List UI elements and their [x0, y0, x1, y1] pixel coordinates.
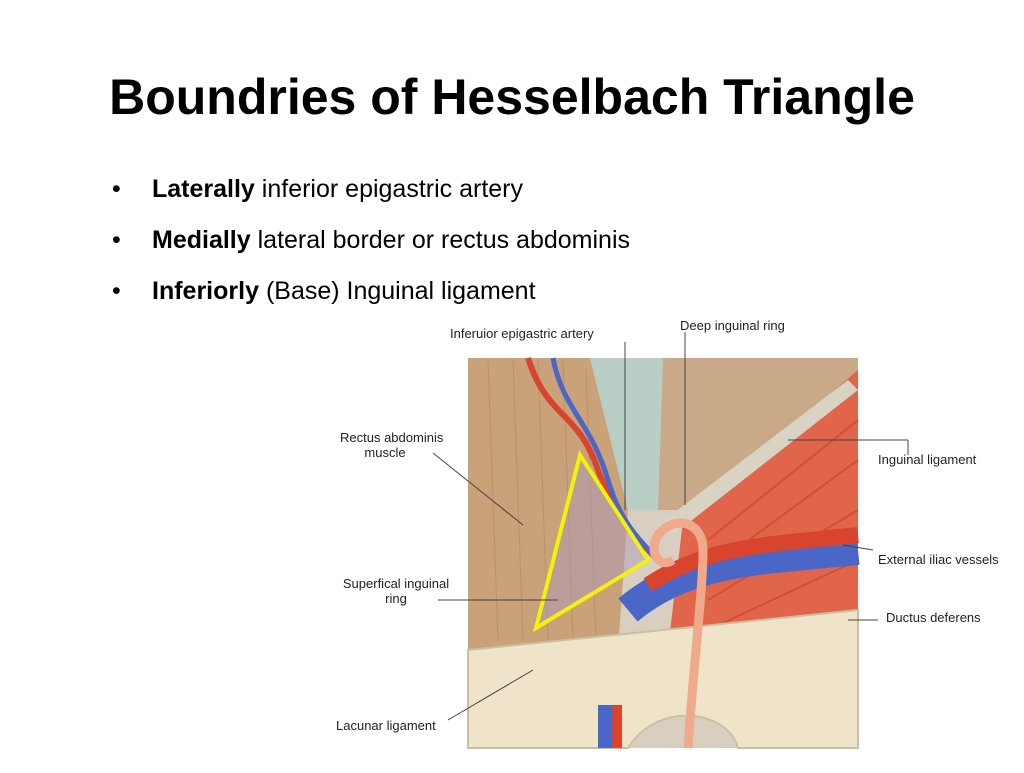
inguinal-ligament-shape — [658, 380, 858, 535]
external-iliac-artery-vessel — [643, 527, 859, 592]
anatomy-illustration — [432, 332, 909, 749]
hesselbach-diagram: Inferuior epigastric artery Deep inguina… — [328, 310, 1024, 768]
bullet-medial: • Medially lateral border or rectus abdo… — [112, 221, 630, 272]
slide-title: Boundries of Hesselbach Triangle — [109, 69, 915, 125]
fascia-strip — [590, 358, 663, 510]
bullet-inferior: • Inferiorly (Base) Inguinal ligament — [112, 272, 630, 323]
bullet-term: Laterally — [152, 175, 255, 203]
label-deep-inguinal-ring: Deep inguinal ring — [680, 318, 785, 333]
bullet-dot: • — [112, 226, 121, 254]
label-ductus-deferens: Ductus deferens — [886, 610, 981, 625]
bullet-dot: • — [112, 277, 121, 305]
inferior-epigastric-vein-vessel — [550, 357, 665, 567]
label-external-iliac-vessels: External iliac vessels — [878, 552, 999, 567]
label-rectus-abdominis-line1: Rectus abdominis — [340, 430, 444, 445]
bullet-term: Inferiorly — [152, 277, 259, 305]
bullet-dot: • — [112, 175, 121, 203]
femoral-vein-vessel — [598, 705, 612, 748]
leader-lines — [432, 332, 909, 721]
boundary-list: • Laterally inferior epigastric artery •… — [112, 170, 630, 323]
pubic-bone-shape — [467, 608, 859, 749]
hesselbach-triangle-outline — [532, 450, 651, 633]
label-inguinal-ligament: Inguinal ligament — [878, 452, 977, 467]
bullet-lateral: • Laterally inferior epigastric artery — [112, 170, 630, 221]
label-rectus-abdominis-line2: muscle — [364, 445, 406, 460]
ductus-deferens-vessel — [649, 518, 708, 749]
label-superficial-ring-line1: Superfical inguinal — [342, 576, 450, 591]
label-rectus-abdominis: Rectus abdominis muscle — [340, 430, 444, 460]
label-lacunar-ligament: Lacunar ligament — [336, 718, 436, 733]
abdominal-wall — [658, 358, 858, 510]
bullet-term: Medially — [152, 226, 251, 254]
bullet-text: (Base) Inguinal ligament — [265, 277, 536, 305]
external-iliac-vein-vessel — [618, 535, 860, 622]
bullet-text: lateral border or rectus abdominis — [257, 226, 631, 254]
bullet-text: inferior epigastric artery — [261, 175, 524, 203]
label-superficial-ring-line2: ring — [385, 591, 407, 606]
femoral-artery-vessel — [612, 705, 622, 748]
label-inferior-epigastric-artery: Inferuior epigastric artery — [450, 326, 594, 341]
label-superficial-inguinal-ring: Superfical inguinal ring — [336, 576, 456, 606]
